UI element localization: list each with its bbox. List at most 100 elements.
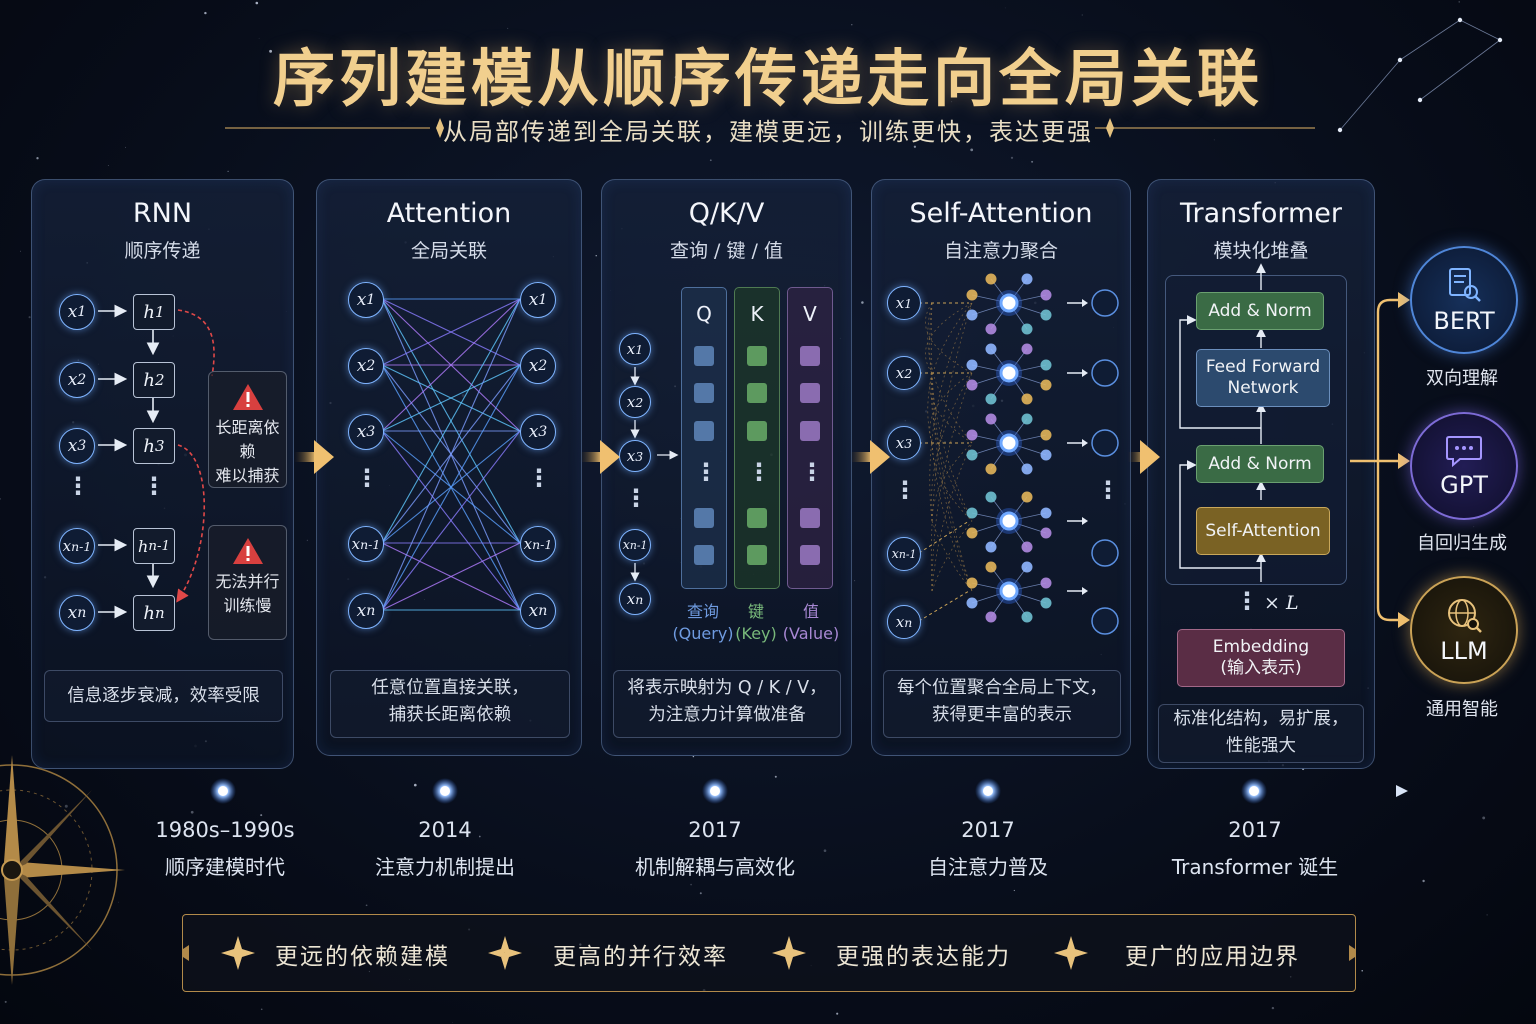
star: [1004, 7, 1006, 9]
attention-connections: [381, 298, 521, 611]
benefit-applications: 更广的应用边界: [1125, 944, 1300, 970]
sa-context-node: [1021, 541, 1033, 553]
star: [970, 148, 974, 152]
self-attention-caption-line2: 获得更丰富的表示: [932, 705, 1072, 725]
transformer-panel: Transformer 模块化堆叠 Add & Norm Feed Forwar…: [1147, 179, 1375, 769]
star: [64, 804, 68, 808]
sa-output-arrowhead: [1082, 299, 1088, 307]
attention-edge: [381, 298, 521, 611]
star: [107, 164, 109, 166]
bert-desc: 双向理解: [1426, 368, 1498, 389]
query-cell: [694, 421, 714, 441]
star: [227, 170, 229, 173]
warning-long-dependency-line2: 难以捕获: [215, 466, 280, 485]
sa-context-node: [1040, 507, 1052, 519]
sa-output-node: [1091, 359, 1119, 387]
feed-forward-network: Feed Forward Network: [1196, 349, 1330, 407]
sa-context-node: [966, 359, 978, 371]
sa-main-node: [999, 293, 1019, 313]
panel-flow-arrow-4: [1128, 440, 1160, 474]
panel-flow-arrow-3: [850, 440, 890, 474]
page-title: 序列建模从顺序传递走向全局关联: [272, 42, 1263, 115]
sa-output-arrowhead: [1082, 439, 1088, 447]
bert-output: BERT: [1410, 246, 1518, 354]
sa-context-node: [985, 463, 997, 475]
star: [413, 783, 417, 787]
sa-context-node: [985, 343, 997, 355]
benefit-expressiveness: 更强的表达能力: [836, 944, 1011, 970]
globe-search-icon: [1448, 599, 1482, 633]
warning-no-parallel-line1: 无法并行: [215, 572, 280, 591]
query-column-label: Q: [696, 302, 712, 326]
star: [1010, 156, 1014, 159]
sa-context-node: [985, 273, 997, 285]
timeline-year-3: 2017: [688, 818, 742, 842]
constellation-line: [1339, 59, 1401, 131]
timeline-year-4: 2017: [961, 818, 1015, 842]
star: [521, 106, 524, 109]
star: [957, 87, 960, 90]
transformer-arrows: [1179, 263, 1266, 582]
sa-context-arc: [929, 372, 973, 444]
compass-icon: [0, 755, 125, 985]
subtitle-row: 从局部传递到全局关联，建模更远，训练更快，表达更强: [0, 112, 1536, 148]
add-norm-bottom: Add & Norm: [1196, 445, 1324, 483]
query-label: 查询 (Query): [663, 601, 743, 645]
star: [699, 892, 702, 895]
sa-context-node: [966, 309, 978, 321]
star: [1482, 816, 1486, 820]
panel-flow-arrow-1: [294, 440, 334, 474]
star: [1473, 526, 1475, 528]
attention-caption-line1: 任意位置直接关联，: [371, 678, 529, 698]
timeline-desc-2: 注意力机制提出: [375, 855, 515, 879]
star: [125, 146, 126, 148]
transformer-caption-line2: 性能强大: [1226, 736, 1296, 756]
timeline-year-5: 2017: [1228, 818, 1282, 842]
star: [190, 810, 194, 814]
qkv-caption-line2: 为注意力计算做准备: [648, 705, 806, 725]
timeline-dot: [975, 778, 1001, 804]
warning-no-parallel: 无法并行 训练慢: [208, 525, 287, 640]
sa-context-node: [985, 491, 997, 503]
self-attention-subtitle: 自注意力聚合: [943, 240, 1058, 262]
attention-edge: [381, 298, 521, 366]
star: [507, 27, 509, 29]
key-cell: [747, 508, 767, 528]
chat-bubble-icon: [1446, 436, 1482, 468]
attention-subtitle: 全局关联: [410, 240, 487, 262]
sa-context-node: [966, 577, 978, 589]
gpt-output: GPT: [1410, 412, 1518, 520]
timeline-desc-3: 机制解耦与高效化: [635, 855, 795, 879]
qkv-caption: 将表示映射为 Q / K / V， 为注意力计算做准备: [613, 670, 841, 738]
query-column: Q ⋮: [681, 287, 727, 589]
key-column: K ⋮: [734, 287, 780, 589]
sa-context-node: [1021, 491, 1033, 503]
star: [20, 250, 22, 252]
star: [582, 91, 585, 94]
benefit-parallel: 更高的并行效率: [553, 944, 728, 970]
sa-context-node: [1021, 273, 1033, 285]
star: [774, 775, 777, 778]
star: [1486, 914, 1488, 916]
star: [1458, 1, 1460, 3]
llm-output: LLM: [1410, 576, 1518, 684]
key-label: 键 (Key): [726, 601, 786, 645]
key-label-cn: 键: [747, 602, 764, 621]
rnn-subtitle: 顺序传递: [124, 240, 201, 262]
sa-context-node: [1040, 359, 1052, 371]
sa-context-node: [1021, 611, 1033, 623]
benefits-bar: 更远的依赖建模 更高的并行效率 更强的表达能力 更广的应用边界: [182, 914, 1356, 992]
attention-caption: 任意位置直接关联， 捕获长距离依赖: [330, 670, 570, 738]
bert-name: BERT: [1433, 307, 1495, 335]
